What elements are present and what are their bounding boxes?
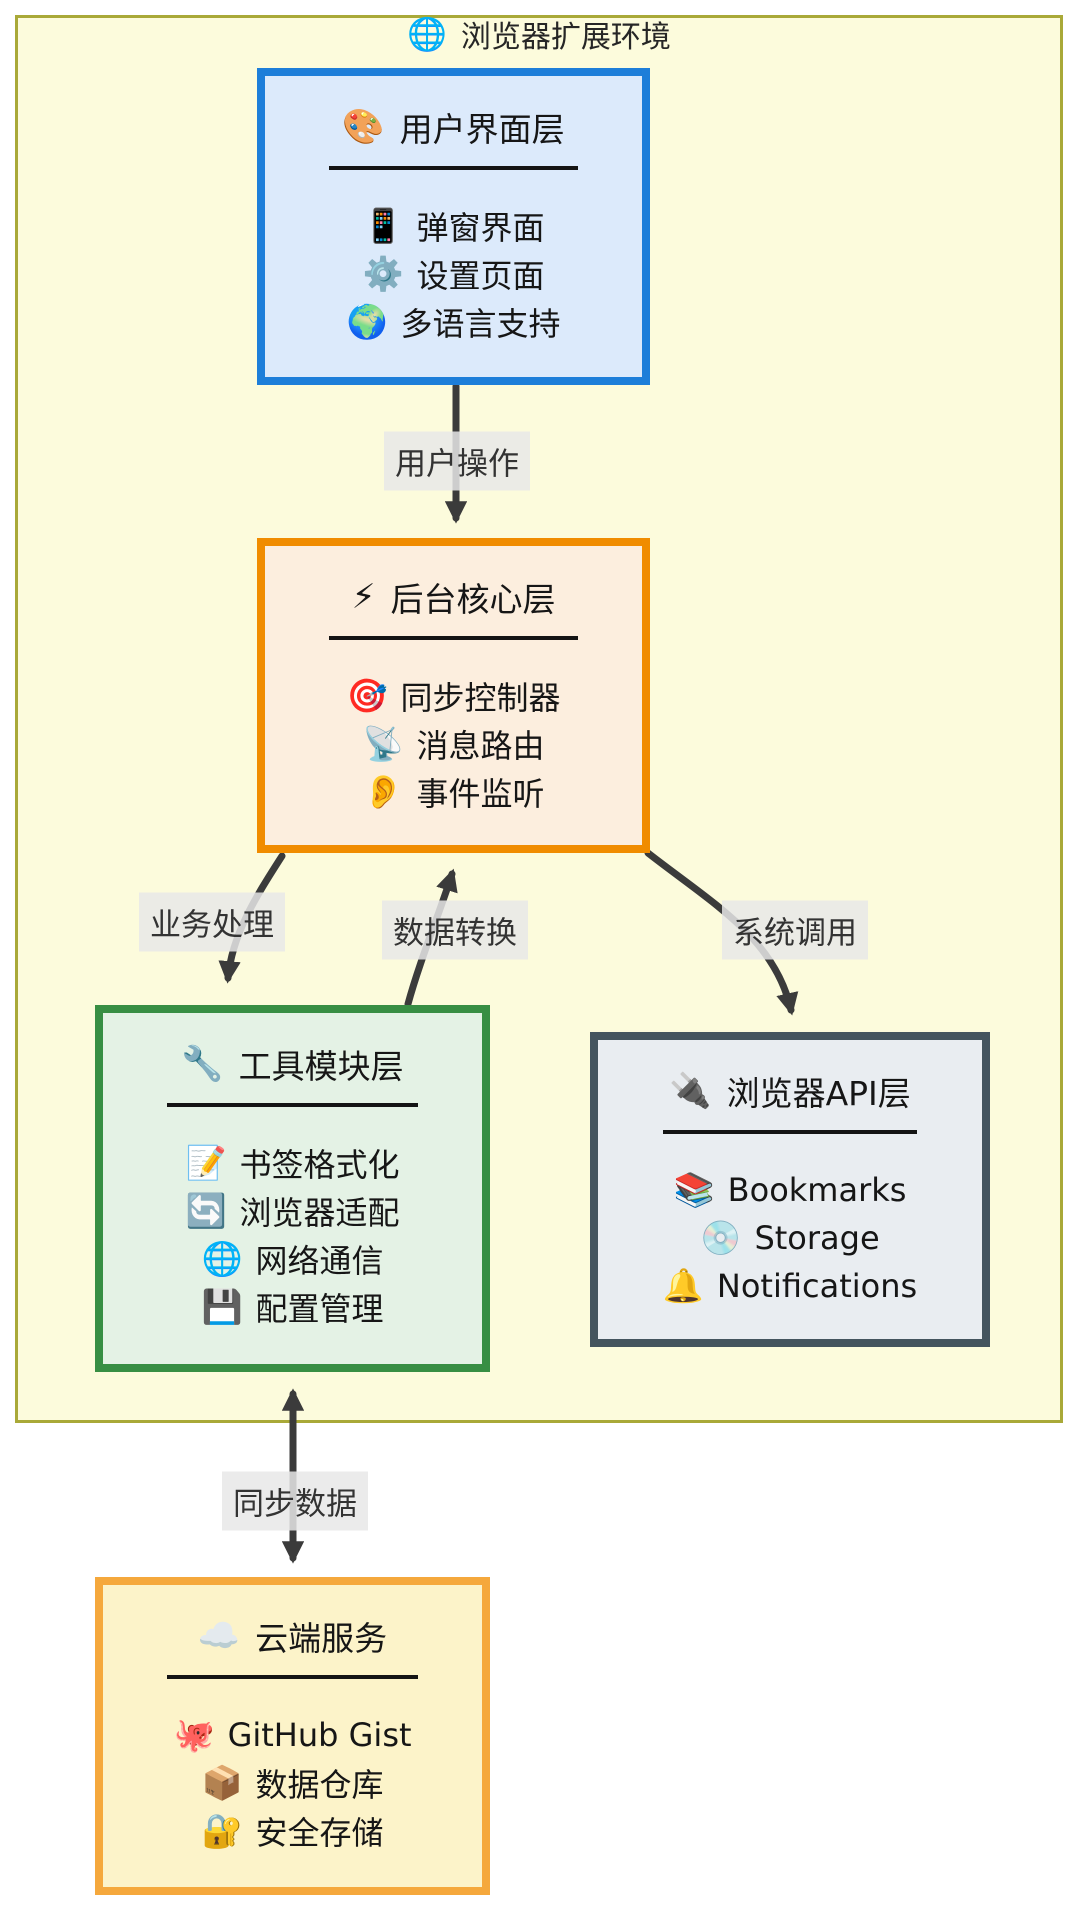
edge-label-business: 业务处理: [139, 892, 285, 952]
wrench-icon: 🔧: [181, 1044, 224, 1084]
books-icon: 📚: [673, 1170, 715, 1209]
item-label: 安全存储: [255, 1814, 384, 1852]
list-item: 💾 配置管理: [201, 1283, 383, 1331]
earth-globe-icon: 🌍: [346, 302, 388, 341]
ear-icon: 👂: [362, 772, 404, 811]
item-label: 书签格式化: [239, 1146, 400, 1184]
node-title: ☁️ 云端服务: [198, 1613, 387, 1659]
node-title: 🔧 工具模块层: [181, 1041, 403, 1087]
list-item: 📡 消息路由: [362, 720, 544, 768]
node-api-layer: 🔌 浏览器API层 📚 Bookmarks 💿 Storage 🔔 Notifi…: [590, 1032, 990, 1347]
item-label: Notifications: [716, 1267, 918, 1305]
globe-with-meridians-icon: 🌐: [201, 1239, 243, 1278]
divider: [329, 636, 578, 640]
lightning-icon: ⚡: [351, 577, 376, 617]
electric-plug-icon: 🔌: [669, 1071, 712, 1111]
list-item: 🔄 浏览器适配: [185, 1187, 399, 1235]
list-item: 🔔 Notifications: [663, 1262, 917, 1310]
node-title: 🎨 用户界面层: [342, 104, 564, 150]
edge-label-user-action: 用户操作: [384, 431, 530, 491]
mobile-phone-icon: 📱: [362, 206, 404, 245]
item-label: Bookmarks: [727, 1171, 907, 1209]
list-item: ⚙️ 设置页面: [362, 250, 544, 298]
list-item: 📱 弹窗界面: [362, 202, 544, 250]
memo-icon: 📝: [185, 1143, 227, 1182]
item-label: 消息路由: [416, 727, 545, 765]
divider: [329, 166, 578, 170]
node-title-label: 后台核心层: [390, 580, 556, 619]
node-ui-layer: 🎨 用户界面层 📱 弹窗界面 ⚙️ 设置页面 🌍 多语言支持: [257, 68, 650, 385]
item-label: 设置页面: [416, 257, 545, 295]
palette-icon: 🎨: [342, 107, 385, 147]
list-item: 📚 Bookmarks: [674, 1166, 907, 1214]
item-label: 事件监听: [416, 775, 545, 813]
item-label: 多语言支持: [400, 305, 561, 343]
item-label: 弹窗界面: [416, 209, 545, 247]
node-title-label: 云端服务: [255, 1619, 388, 1658]
node-core-layer: ⚡ 后台核心层 🎯 同步控制器 📡 消息路由 👂 事件监听: [257, 538, 650, 853]
octopus-icon: 🐙: [173, 1715, 215, 1754]
item-label: GitHub Gist: [227, 1716, 412, 1754]
edge-label-sync: 同步数据: [222, 1471, 368, 1531]
target-icon: 🎯: [346, 676, 388, 715]
cloud-icon: ☁️: [197, 1616, 241, 1656]
sync-arrows-icon: 🔄: [185, 1191, 227, 1230]
node-cloud-service: ☁️ 云端服务 🐙 GitHub Gist 📦 数据仓库 🔐 安全存储: [95, 1577, 490, 1895]
item-label: Storage: [754, 1219, 880, 1257]
container-title: 🌐 浏览器扩展环境: [407, 12, 671, 56]
optical-disc-icon: 💿: [700, 1218, 742, 1257]
bell-icon: 🔔: [662, 1266, 704, 1305]
node-tools-layer: 🔧 工具模块层 📝 书签格式化 🔄 浏览器适配 🌐 网络通信 💾 配置管理: [95, 1005, 490, 1372]
item-label: 配置管理: [255, 1290, 384, 1328]
node-title-label: 工具模块层: [238, 1047, 404, 1086]
globe-with-meridians-icon: 🌐: [407, 15, 447, 53]
satellite-antenna-icon: 📡: [362, 724, 404, 763]
list-item: 💿 Storage: [700, 1214, 879, 1262]
node-title: ⚡ 后台核心层: [352, 574, 556, 620]
container-title-label: 浏览器扩展环境: [460, 20, 671, 55]
divider: [167, 1675, 418, 1679]
node-title-label: 浏览器API层: [726, 1074, 911, 1113]
item-label: 同步控制器: [400, 679, 561, 717]
list-item: 🌐 网络通信: [201, 1235, 383, 1283]
list-item: 🌍 多语言支持: [346, 298, 560, 346]
gear-icon: ⚙️: [362, 254, 404, 293]
list-item: 👂 事件监听: [362, 768, 544, 816]
divider: [663, 1130, 917, 1134]
list-item: 📝 书签格式化: [185, 1139, 399, 1187]
divider: [167, 1103, 418, 1107]
edge-label-transform: 数据转换: [382, 900, 528, 960]
node-title-label: 用户界面层: [399, 110, 565, 149]
list-item: 🎯 同步控制器: [346, 672, 560, 720]
item-label: 浏览器适配: [239, 1194, 400, 1232]
edge-label-syscall: 系统调用: [722, 900, 868, 960]
item-label: 数据仓库: [255, 1766, 384, 1804]
list-item: 🐙 GitHub Gist: [173, 1711, 411, 1759]
list-item: 📦 数据仓库: [201, 1759, 383, 1807]
node-title: 🔌 浏览器API层: [669, 1068, 911, 1114]
floppy-disk-icon: 💾: [201, 1287, 243, 1326]
item-label: 网络通信: [255, 1242, 384, 1280]
list-item: 🔐 安全存储: [201, 1807, 383, 1855]
locked-with-key-icon: 🔐: [201, 1811, 243, 1850]
package-icon: 📦: [201, 1763, 243, 1802]
